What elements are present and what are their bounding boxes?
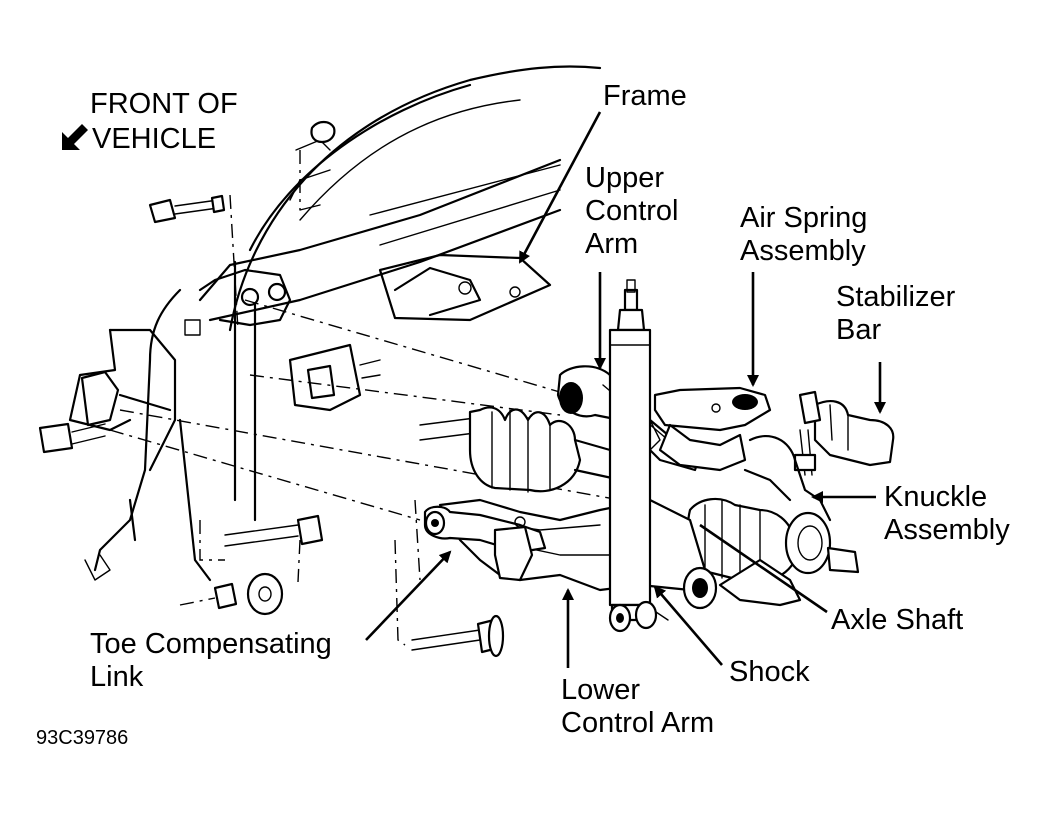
orientation-label-line1: FRONT OF [90, 88, 238, 120]
arrow-down-left-icon [62, 124, 88, 150]
label-shock: Shock [729, 656, 810, 688]
nut-washer [213, 572, 284, 616]
toe-compensating-link [423, 505, 547, 582]
label-upper-control-arm-1: Upper [585, 162, 664, 194]
label-axle-shaft: Axle Shaft [831, 604, 964, 636]
label-air-spring-2: Assembly [740, 235, 866, 267]
label-upper-control-arm-3: Arm [585, 228, 639, 260]
label-frame: Frame [603, 80, 687, 112]
assembly-lines [109, 299, 621, 646]
leader-lines [365, 111, 886, 668]
label-knuckle-1: Knuckle [884, 481, 988, 513]
crossmember-bracket [68, 268, 292, 582]
label-lower-control-arm-2: Control Arm [561, 707, 715, 739]
knuckle [718, 435, 832, 607]
shock-absorber [608, 279, 669, 633]
orientation-label-line2: VEHICLE [92, 123, 217, 155]
frame-bracket [288, 253, 552, 412]
stabilizer-bar [793, 390, 895, 476]
long-bolt-lower [224, 514, 324, 547]
long-bolt-bottom [411, 614, 505, 658]
label-knuckle-2: Assembly [884, 514, 1010, 546]
mounting-bolt-top [148, 194, 239, 331]
label-upper-control-arm-2: Control [585, 195, 679, 227]
label-air-spring-1: Air Spring [740, 202, 868, 234]
label-stabilizer-bar-1: Stabilizer [836, 281, 956, 313]
label-stabilizer-bar-2: Bar [836, 314, 882, 346]
body-panel [198, 65, 602, 522]
axle-shaft [419, 406, 860, 583]
label-lower-control-arm-1: Lower [561, 674, 640, 706]
label-toe-link-1: Toe Compensating [90, 628, 332, 660]
label-toe-link-2: Link [90, 661, 144, 693]
figure-code: 93C39786 [36, 727, 129, 749]
mounting-bolt-left [38, 422, 106, 454]
air-spring [649, 386, 772, 472]
